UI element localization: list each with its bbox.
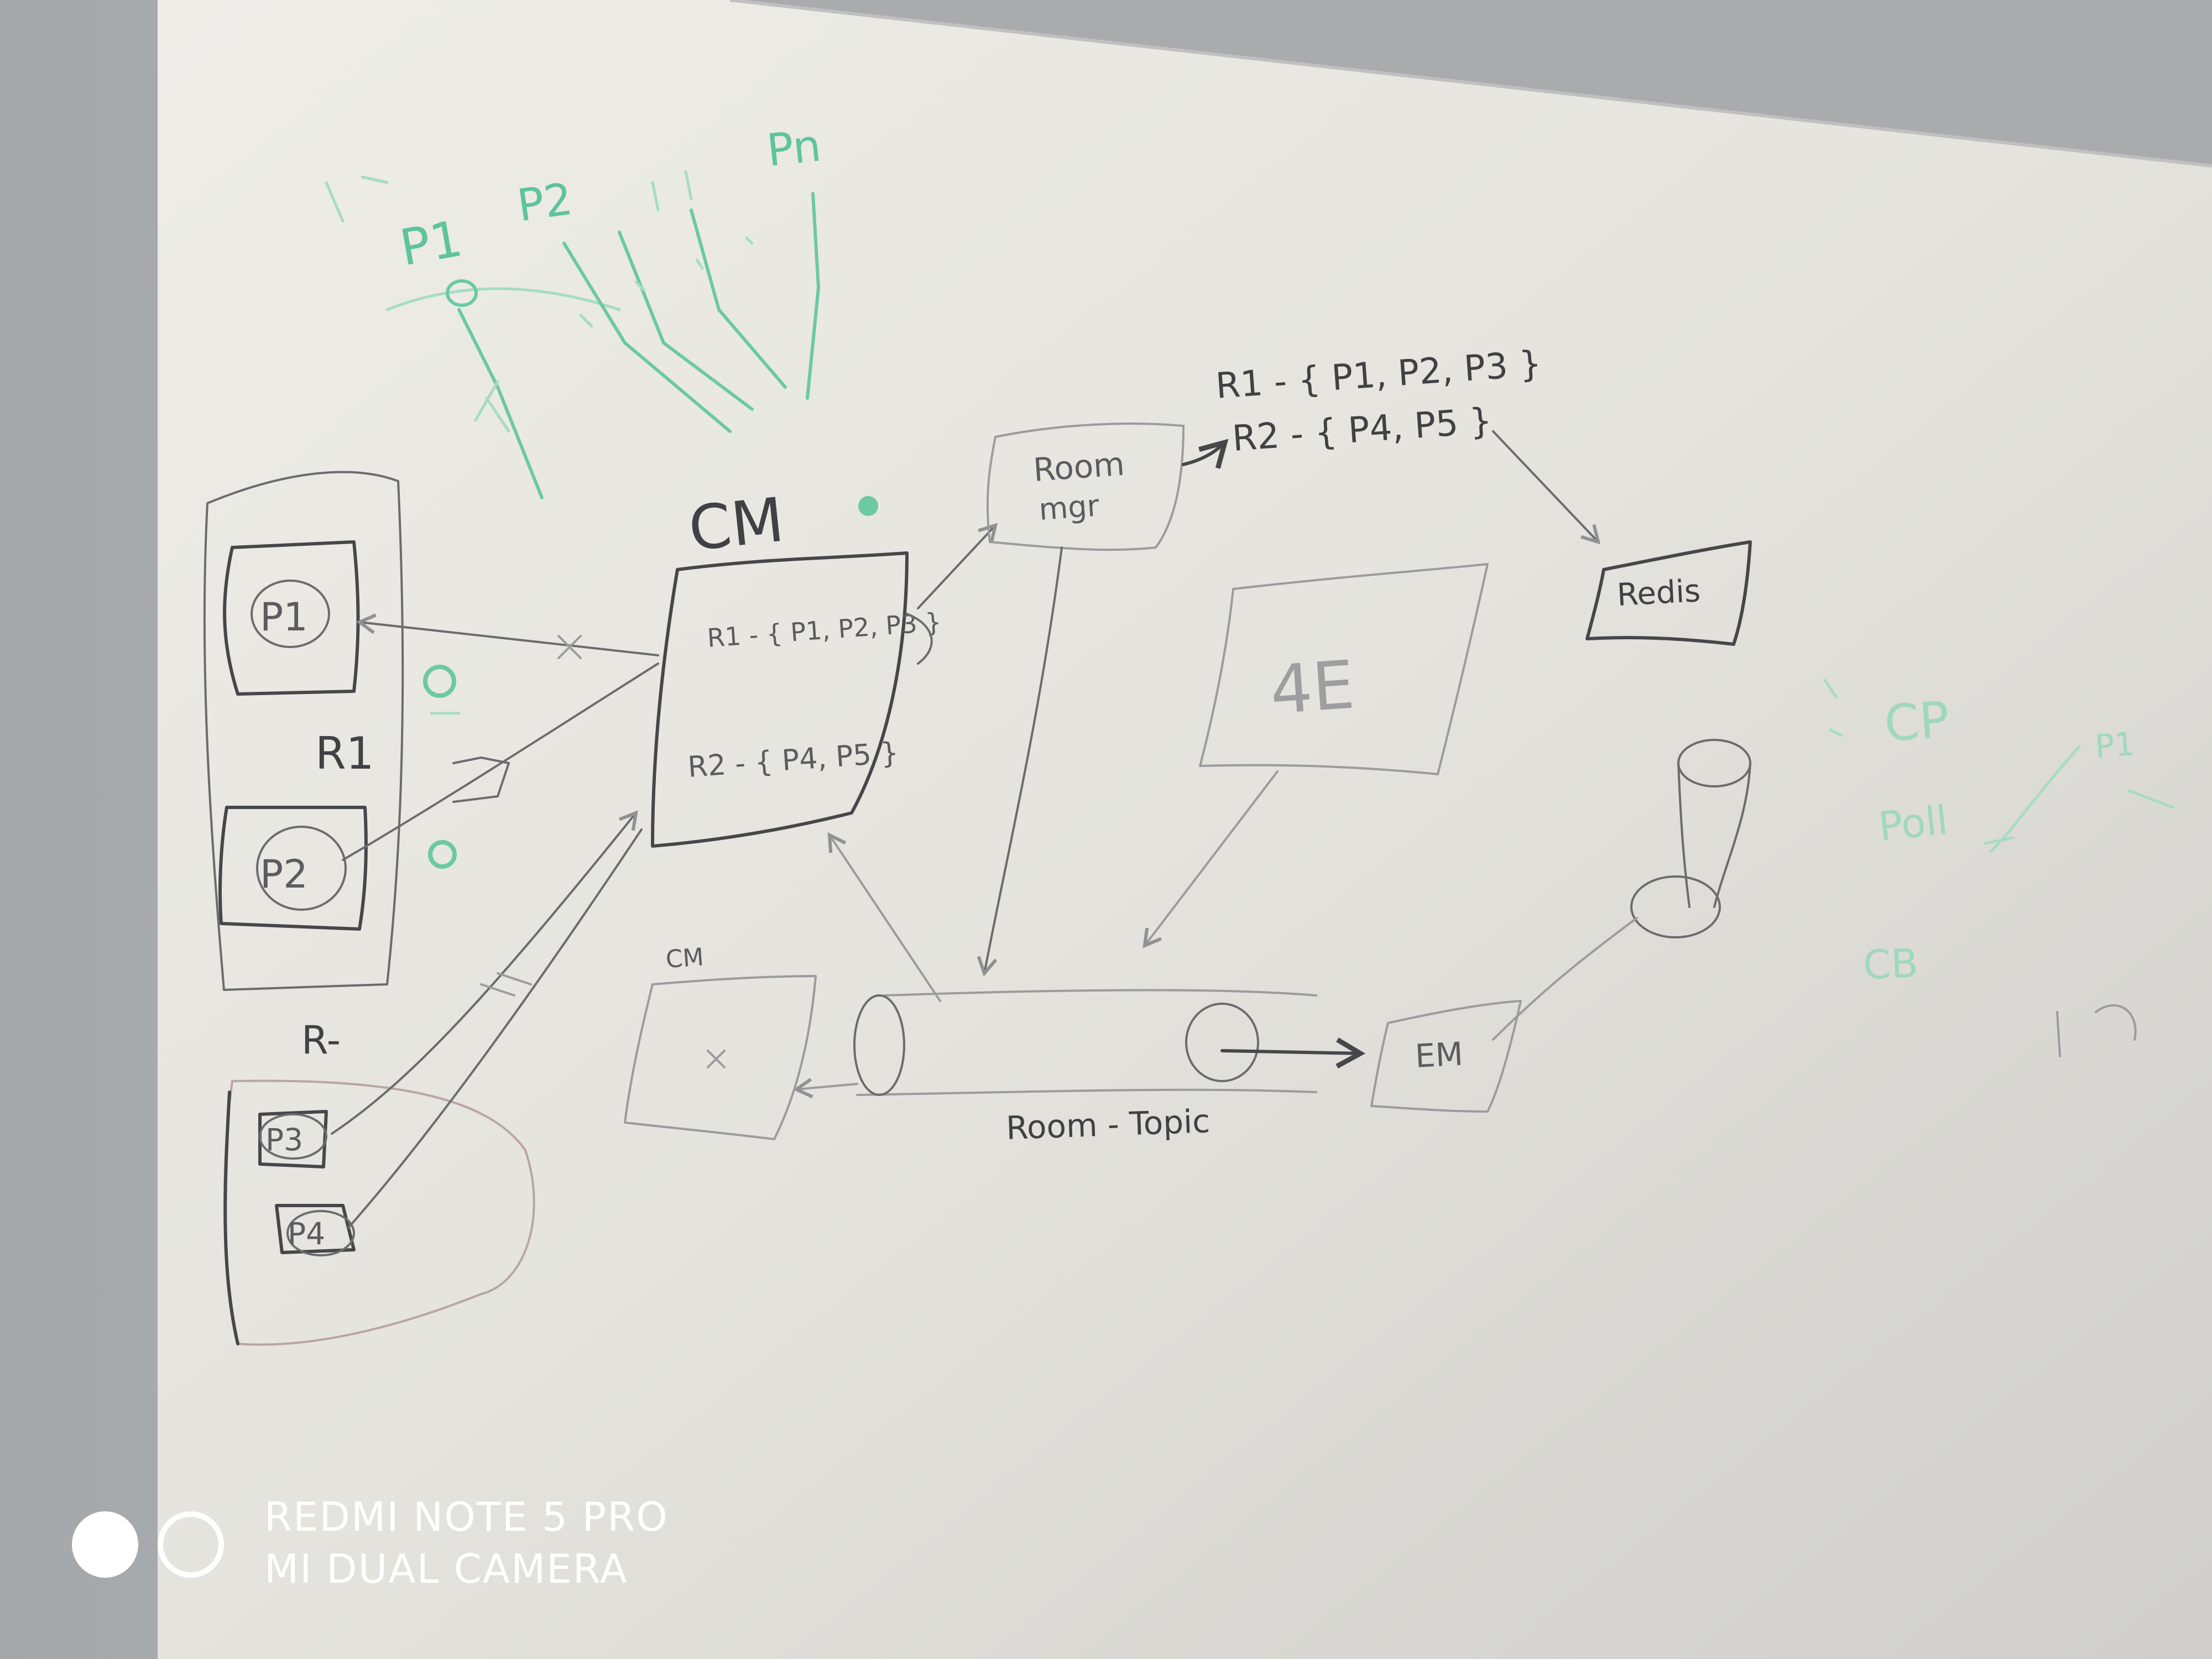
database-cylinder: [1630, 739, 1751, 938]
room-topic-pipe: Room - Topic: [853, 989, 1317, 1147]
room-manager-box: Room mgr: [986, 422, 1185, 551]
em-label: EM: [1414, 1035, 1464, 1075]
roommgr-to-mapping-arrow: [1182, 439, 1229, 469]
green-dots: [423, 496, 878, 869]
green-participants-sketch: P1 P2 Pn: [325, 119, 823, 499]
note-cp: CP: [1882, 691, 1951, 753]
room-manager-line2: mgr: [1038, 488, 1101, 527]
left-client-group: P1 R1 P2 R- P3 P4: [203, 471, 535, 1346]
cm-top-label: CM: [685, 484, 787, 565]
note-cb: CB: [1863, 940, 1919, 988]
topic-to-em-arrow: [1220, 1037, 1366, 1069]
topic-to-cm-bottom-arrow: [792, 1078, 858, 1099]
client-node-p4: P4: [288, 1216, 325, 1251]
roommgr-to-topic-arrow: [977, 546, 1063, 977]
note-p1: P1: [2094, 725, 2136, 765]
topic-to-cm-arrow: [827, 832, 941, 1002]
cm-bottom-label: CM: [665, 943, 705, 974]
watermark-ring-icon: [158, 1511, 224, 1578]
whiteboard-surface: [158, 0, 2212, 1659]
4e-to-topic-arrow: [1142, 770, 1279, 948]
green-label-pn: Pn: [764, 119, 823, 176]
room-label-r-minus: R-: [301, 1018, 341, 1063]
center-4e-box: 4E: [1199, 563, 1489, 775]
green-label-p1: P1: [396, 210, 467, 278]
cm-bottom-box: CM: [624, 943, 817, 1140]
board-top-edge: [729, 0, 2212, 168]
right-green-notes: CP Poll CB P1: [1823, 679, 2175, 1057]
cm-to-roommgr-arrow: [917, 523, 998, 609]
client-node-p3: P3: [265, 1122, 303, 1157]
client-node-p1: P1: [260, 594, 308, 640]
mapping-to-redis-arrow: [1492, 430, 1601, 545]
em-to-db-line: [1492, 917, 1638, 1041]
room-manager-line1: Room: [1032, 445, 1126, 489]
green-label-p2: P2: [514, 173, 576, 232]
camera-watermark: REDMI NOTE 5 PRO MI DUAL CAMERA: [72, 1494, 669, 1592]
em-box: EM: [1370, 1000, 1522, 1113]
note-poll: Poll: [1876, 796, 1950, 850]
redis-box: Redis: [1585, 540, 1752, 646]
redis-label: Redis: [1616, 573, 1701, 613]
room-label-r1: R1: [315, 728, 374, 779]
watermark-line1: REDMI NOTE 5 PRO: [264, 1494, 669, 1540]
center-4e-label: 4E: [1267, 647, 1357, 729]
client-node-p2: P2: [260, 852, 308, 897]
room-topic-label: Room - Topic: [1005, 1102, 1211, 1147]
watermark-line2: MI DUAL CAMERA: [264, 1546, 628, 1592]
client-cm-connections: [331, 613, 659, 1229]
watermark-filled-dot-icon: [72, 1511, 138, 1578]
